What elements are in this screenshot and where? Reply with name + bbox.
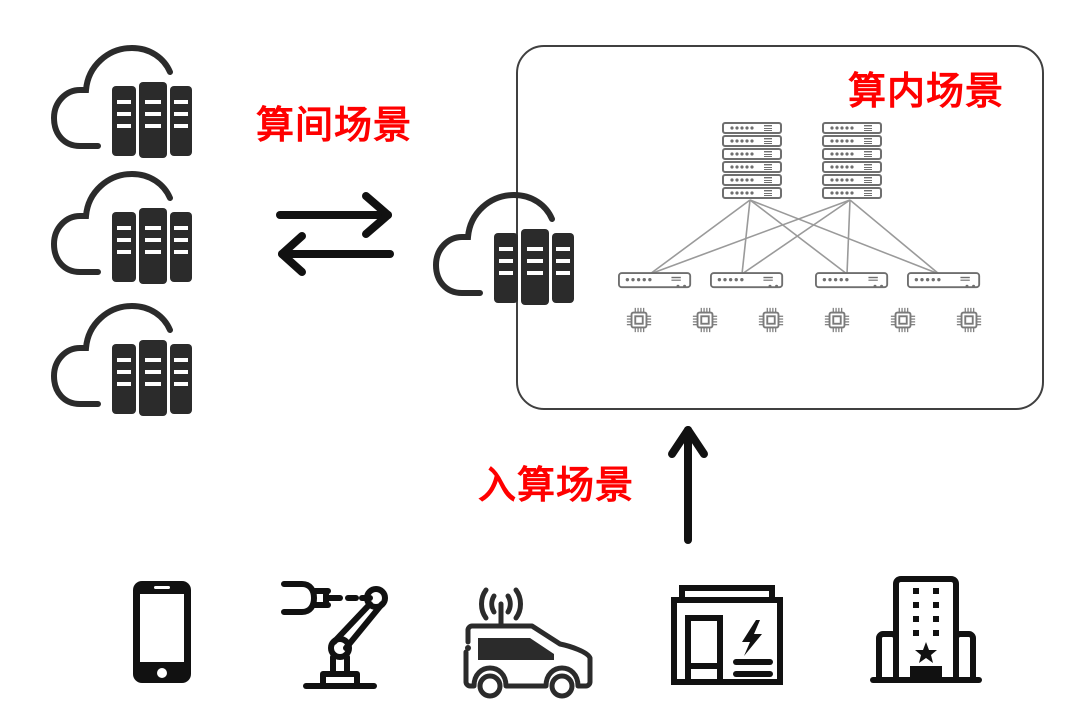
server-rack-icon	[722, 174, 782, 186]
intra-compute-label: 算内场景	[848, 69, 1005, 113]
server-rack-icon	[722, 187, 782, 199]
intra-compute-panel	[516, 45, 1044, 410]
edge-device-power-station	[670, 584, 788, 690]
smartphone-icon	[133, 581, 191, 683]
up-arrow	[668, 420, 708, 545]
topology-link	[749, 199, 940, 275]
server-rack-icon	[722, 122, 782, 134]
server-rack-icon	[822, 148, 882, 160]
chip-icon	[955, 306, 983, 334]
topology-link	[849, 199, 940, 275]
switch-icon	[710, 272, 784, 289]
chip-icon	[625, 306, 653, 334]
server-rack-icon	[822, 187, 882, 199]
up-arrow-icon	[668, 426, 708, 544]
edge-device-connected-car	[460, 582, 595, 699]
server-rack-icon	[822, 122, 882, 134]
inter-compute-label: 算间场景	[256, 103, 413, 147]
robot-arm-icon	[281, 581, 388, 689]
switch-icon	[618, 272, 692, 289]
server-rack-icon	[722, 135, 782, 147]
chip-icon	[757, 306, 785, 334]
edge-device-smartphone	[130, 578, 194, 686]
topology-link	[741, 199, 851, 275]
exchange-arrows-icon	[276, 192, 394, 276]
server-rack-icon	[822, 135, 882, 147]
switch-icon	[907, 272, 981, 289]
spine-server-rack	[822, 122, 882, 199]
server-rack-icon	[722, 161, 782, 173]
connected-car-icon	[463, 587, 593, 699]
into-compute-label: 入算场景	[478, 463, 635, 507]
power-station-icon	[671, 585, 783, 685]
exchange-arrows	[270, 190, 400, 280]
switch-icon	[815, 272, 889, 289]
topology-link	[749, 199, 848, 275]
server-rack-icon	[822, 161, 882, 173]
edge-device-hotel-building	[870, 574, 982, 686]
topology-link	[741, 199, 751, 275]
topology-link	[649, 199, 851, 275]
chip-icon	[823, 306, 851, 334]
chip-icon	[691, 306, 719, 334]
edge-device-robot-arm	[278, 574, 398, 690]
topology-link	[649, 199, 751, 275]
server-rack-icon	[722, 148, 782, 160]
spine-server-rack	[722, 122, 782, 199]
server-rack-icon	[822, 174, 882, 186]
topology-link	[846, 199, 851, 275]
hotel-building-icon	[870, 576, 982, 683]
chip-icon	[889, 306, 917, 334]
